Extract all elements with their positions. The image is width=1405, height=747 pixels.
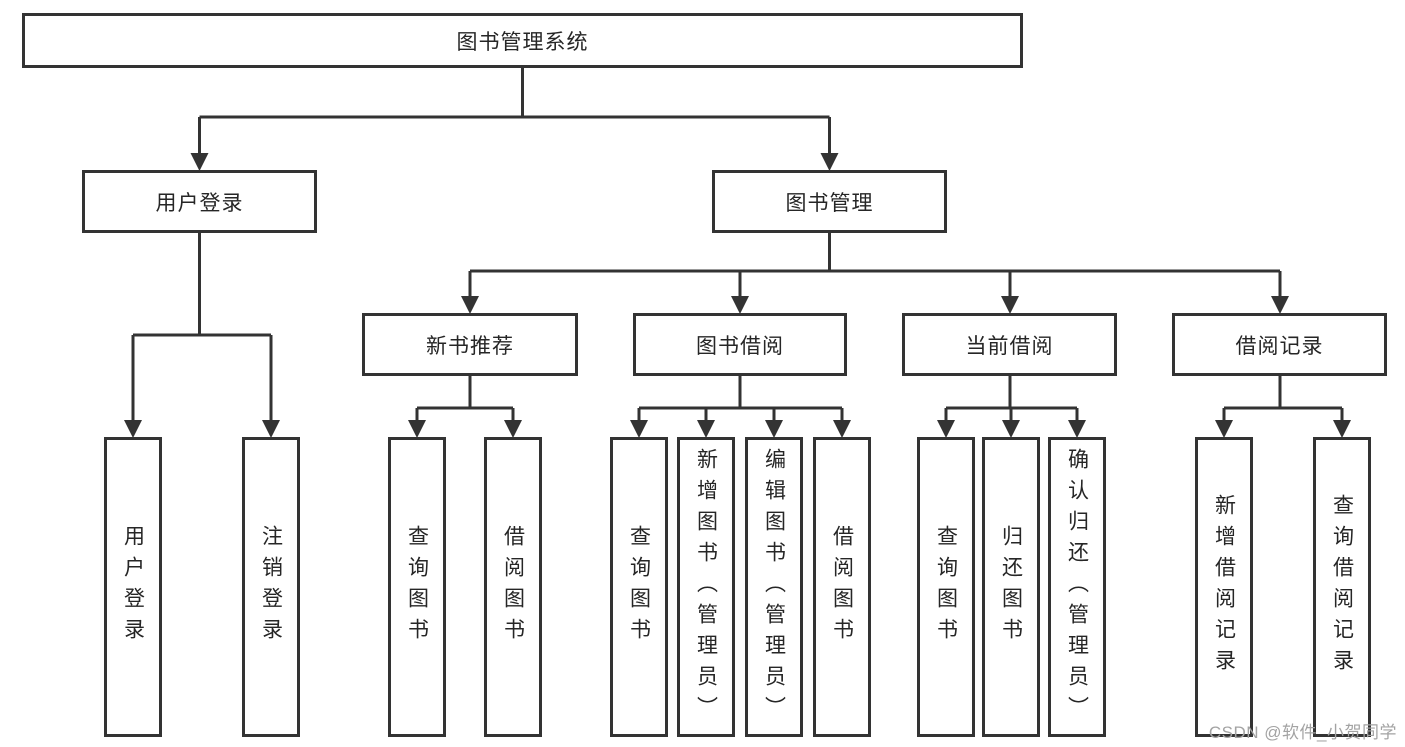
arrow-down-icon <box>461 296 479 314</box>
node-label: 图书借阅 <box>696 334 784 358</box>
arrow-down-icon <box>408 420 426 438</box>
arrow-down-icon <box>190 153 209 171</box>
arrow-down-icon <box>833 420 851 438</box>
connector-book-borrow-branch <box>630 376 851 438</box>
node-leaf-borrow-books-recommend: 借阅图书 <box>484 437 542 737</box>
node-borrow-records: 借阅记录 <box>1172 313 1387 376</box>
node-leaf-add-borrow-record: 新增借阅记录 <box>1195 437 1253 737</box>
arrow-down-icon <box>1001 296 1019 314</box>
node-label: 确认归还（管理员） <box>1065 447 1089 727</box>
arrow-down-icon <box>820 153 839 171</box>
node-label: 借阅图书 <box>501 525 525 649</box>
node-leaf-edit-book-admin: 编辑图书（管理员） <box>745 437 803 737</box>
node-leaf-return-book: 归还图书 <box>982 437 1040 737</box>
node-label: 当前借阅 <box>965 334 1054 358</box>
node-leaf-query-books-current: 查询图书 <box>917 437 975 737</box>
node-current-borrow: 当前借阅 <box>902 313 1117 376</box>
connector-book-management-branch <box>461 233 1289 314</box>
node-label: 查询图书 <box>405 525 429 649</box>
node-label: 借阅记录 <box>1235 334 1324 358</box>
node-label: 新增借阅记录 <box>1212 494 1236 680</box>
connector-root-to-level2 <box>190 68 839 171</box>
node-label: 图书管理系统 <box>456 30 589 54</box>
node-label: 查询图书 <box>934 525 958 649</box>
connector-borrow-records-branch <box>1215 376 1351 438</box>
connector-line <box>637 376 844 421</box>
arrow-down-icon <box>697 420 715 438</box>
node-leaf-user-login: 用户登录 <box>104 437 162 737</box>
arrow-down-icon <box>1333 420 1351 438</box>
node-label: 归还图书 <box>999 525 1023 649</box>
arrow-down-icon <box>504 420 522 438</box>
arrow-down-icon <box>1068 420 1086 438</box>
node-label: 用户登录 <box>121 525 145 649</box>
node-leaf-query-books-recommend: 查询图书 <box>388 437 446 737</box>
arrow-down-icon <box>1271 296 1289 314</box>
node-book-management: 图书管理 <box>712 170 947 233</box>
node-label: 查询借阅记录 <box>1330 494 1354 680</box>
node-library-management-system: 图书管理系统 <box>22 13 1023 68</box>
connector-line <box>198 68 831 156</box>
node-label: 查询图书 <box>627 525 651 649</box>
connector-line <box>944 376 1079 421</box>
node-book-borrow: 图书借阅 <box>633 313 847 376</box>
node-leaf-confirm-return-admin: 确认归还（管理员） <box>1048 437 1106 737</box>
node-leaf-borrow-books: 借阅图书 <box>813 437 871 737</box>
node-label: 借阅图书 <box>830 525 854 649</box>
node-label: 编辑图书（管理员） <box>762 447 786 727</box>
node-label: 新增图书（管理员） <box>694 447 718 727</box>
node-leaf-add-book-admin: 新增图书（管理员） <box>677 437 735 737</box>
connector-line <box>415 376 515 421</box>
connector-user-login-branch <box>124 233 280 438</box>
arrow-down-icon <box>262 420 280 438</box>
node-new-book-recommend: 新书推荐 <box>362 313 578 376</box>
arrow-down-icon <box>124 420 142 438</box>
connector-line <box>1222 376 1344 421</box>
arrow-down-icon <box>1215 420 1233 438</box>
arrow-down-icon <box>937 420 955 438</box>
arrow-down-icon <box>630 420 648 438</box>
csdn-watermark: CSDN @软件_小贺同学 <box>1208 723 1397 742</box>
connector-new-book-recommend-branch <box>408 376 522 438</box>
arrow-down-icon <box>765 420 783 438</box>
connector-line <box>131 233 273 421</box>
arrow-down-icon <box>1002 420 1020 438</box>
node-leaf-query-borrow-record: 查询借阅记录 <box>1313 437 1371 737</box>
arrow-down-icon <box>731 296 749 314</box>
connector-current-borrow-branch <box>937 376 1086 438</box>
node-label: 新书推荐 <box>426 334 514 358</box>
node-label: 图书管理 <box>785 191 874 215</box>
node-user-login-module: 用户登录 <box>82 170 317 233</box>
node-label: 注销登录 <box>259 525 283 649</box>
connector-line <box>468 233 1282 298</box>
node-leaf-logout: 注销登录 <box>242 437 300 737</box>
node-leaf-query-books-borrow: 查询图书 <box>610 437 668 737</box>
node-label: 用户登录 <box>155 191 244 215</box>
